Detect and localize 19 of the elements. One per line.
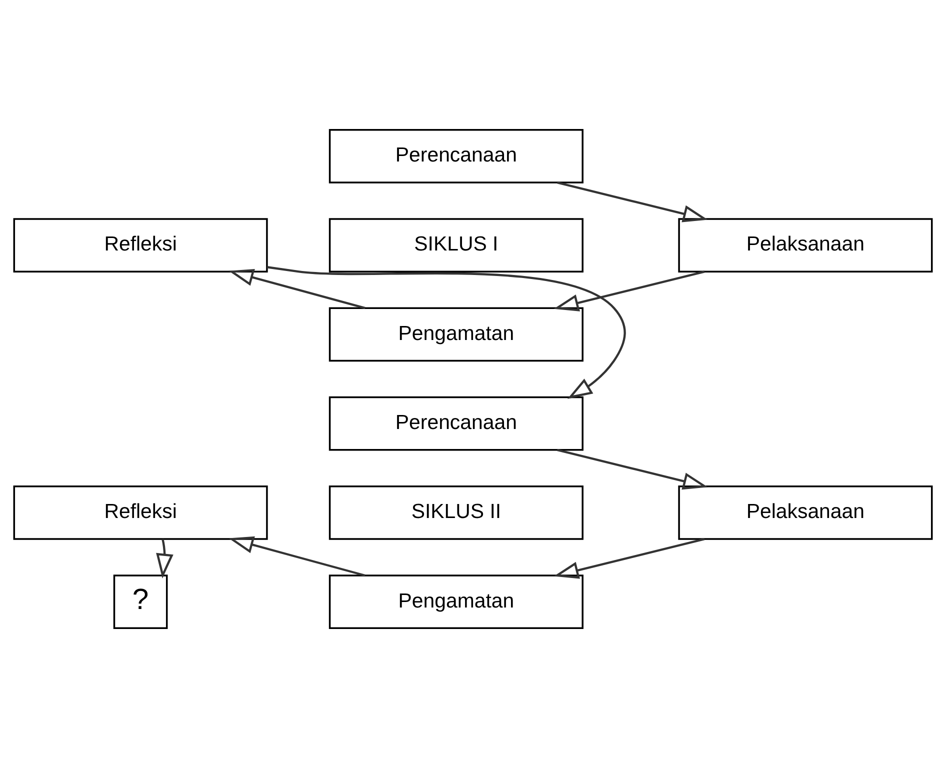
node-box: Pengamatan [328, 574, 584, 630]
node-box: Pelaksanaan [678, 486, 933, 540]
arrow [556, 448, 708, 490]
arrow [554, 538, 705, 579]
arrow [228, 536, 366, 577]
arrow [266, 266, 626, 399]
node-box: Refleksi [13, 486, 268, 540]
arrow [228, 268, 366, 310]
node-box: Refleksi [13, 218, 268, 272]
node-box: ? [113, 574, 168, 630]
node-box: SIKLUS I [328, 218, 584, 272]
arrow [156, 538, 174, 579]
node-box: Perencanaan [328, 396, 584, 451]
node-box: SIKLUS II [328, 486, 584, 540]
node-box: Perencanaan [328, 128, 584, 184]
arrow [554, 270, 705, 312]
arrow [556, 182, 708, 222]
node-box: Pelaksanaan [678, 218, 933, 272]
node-box: Pengamatan [328, 307, 584, 362]
